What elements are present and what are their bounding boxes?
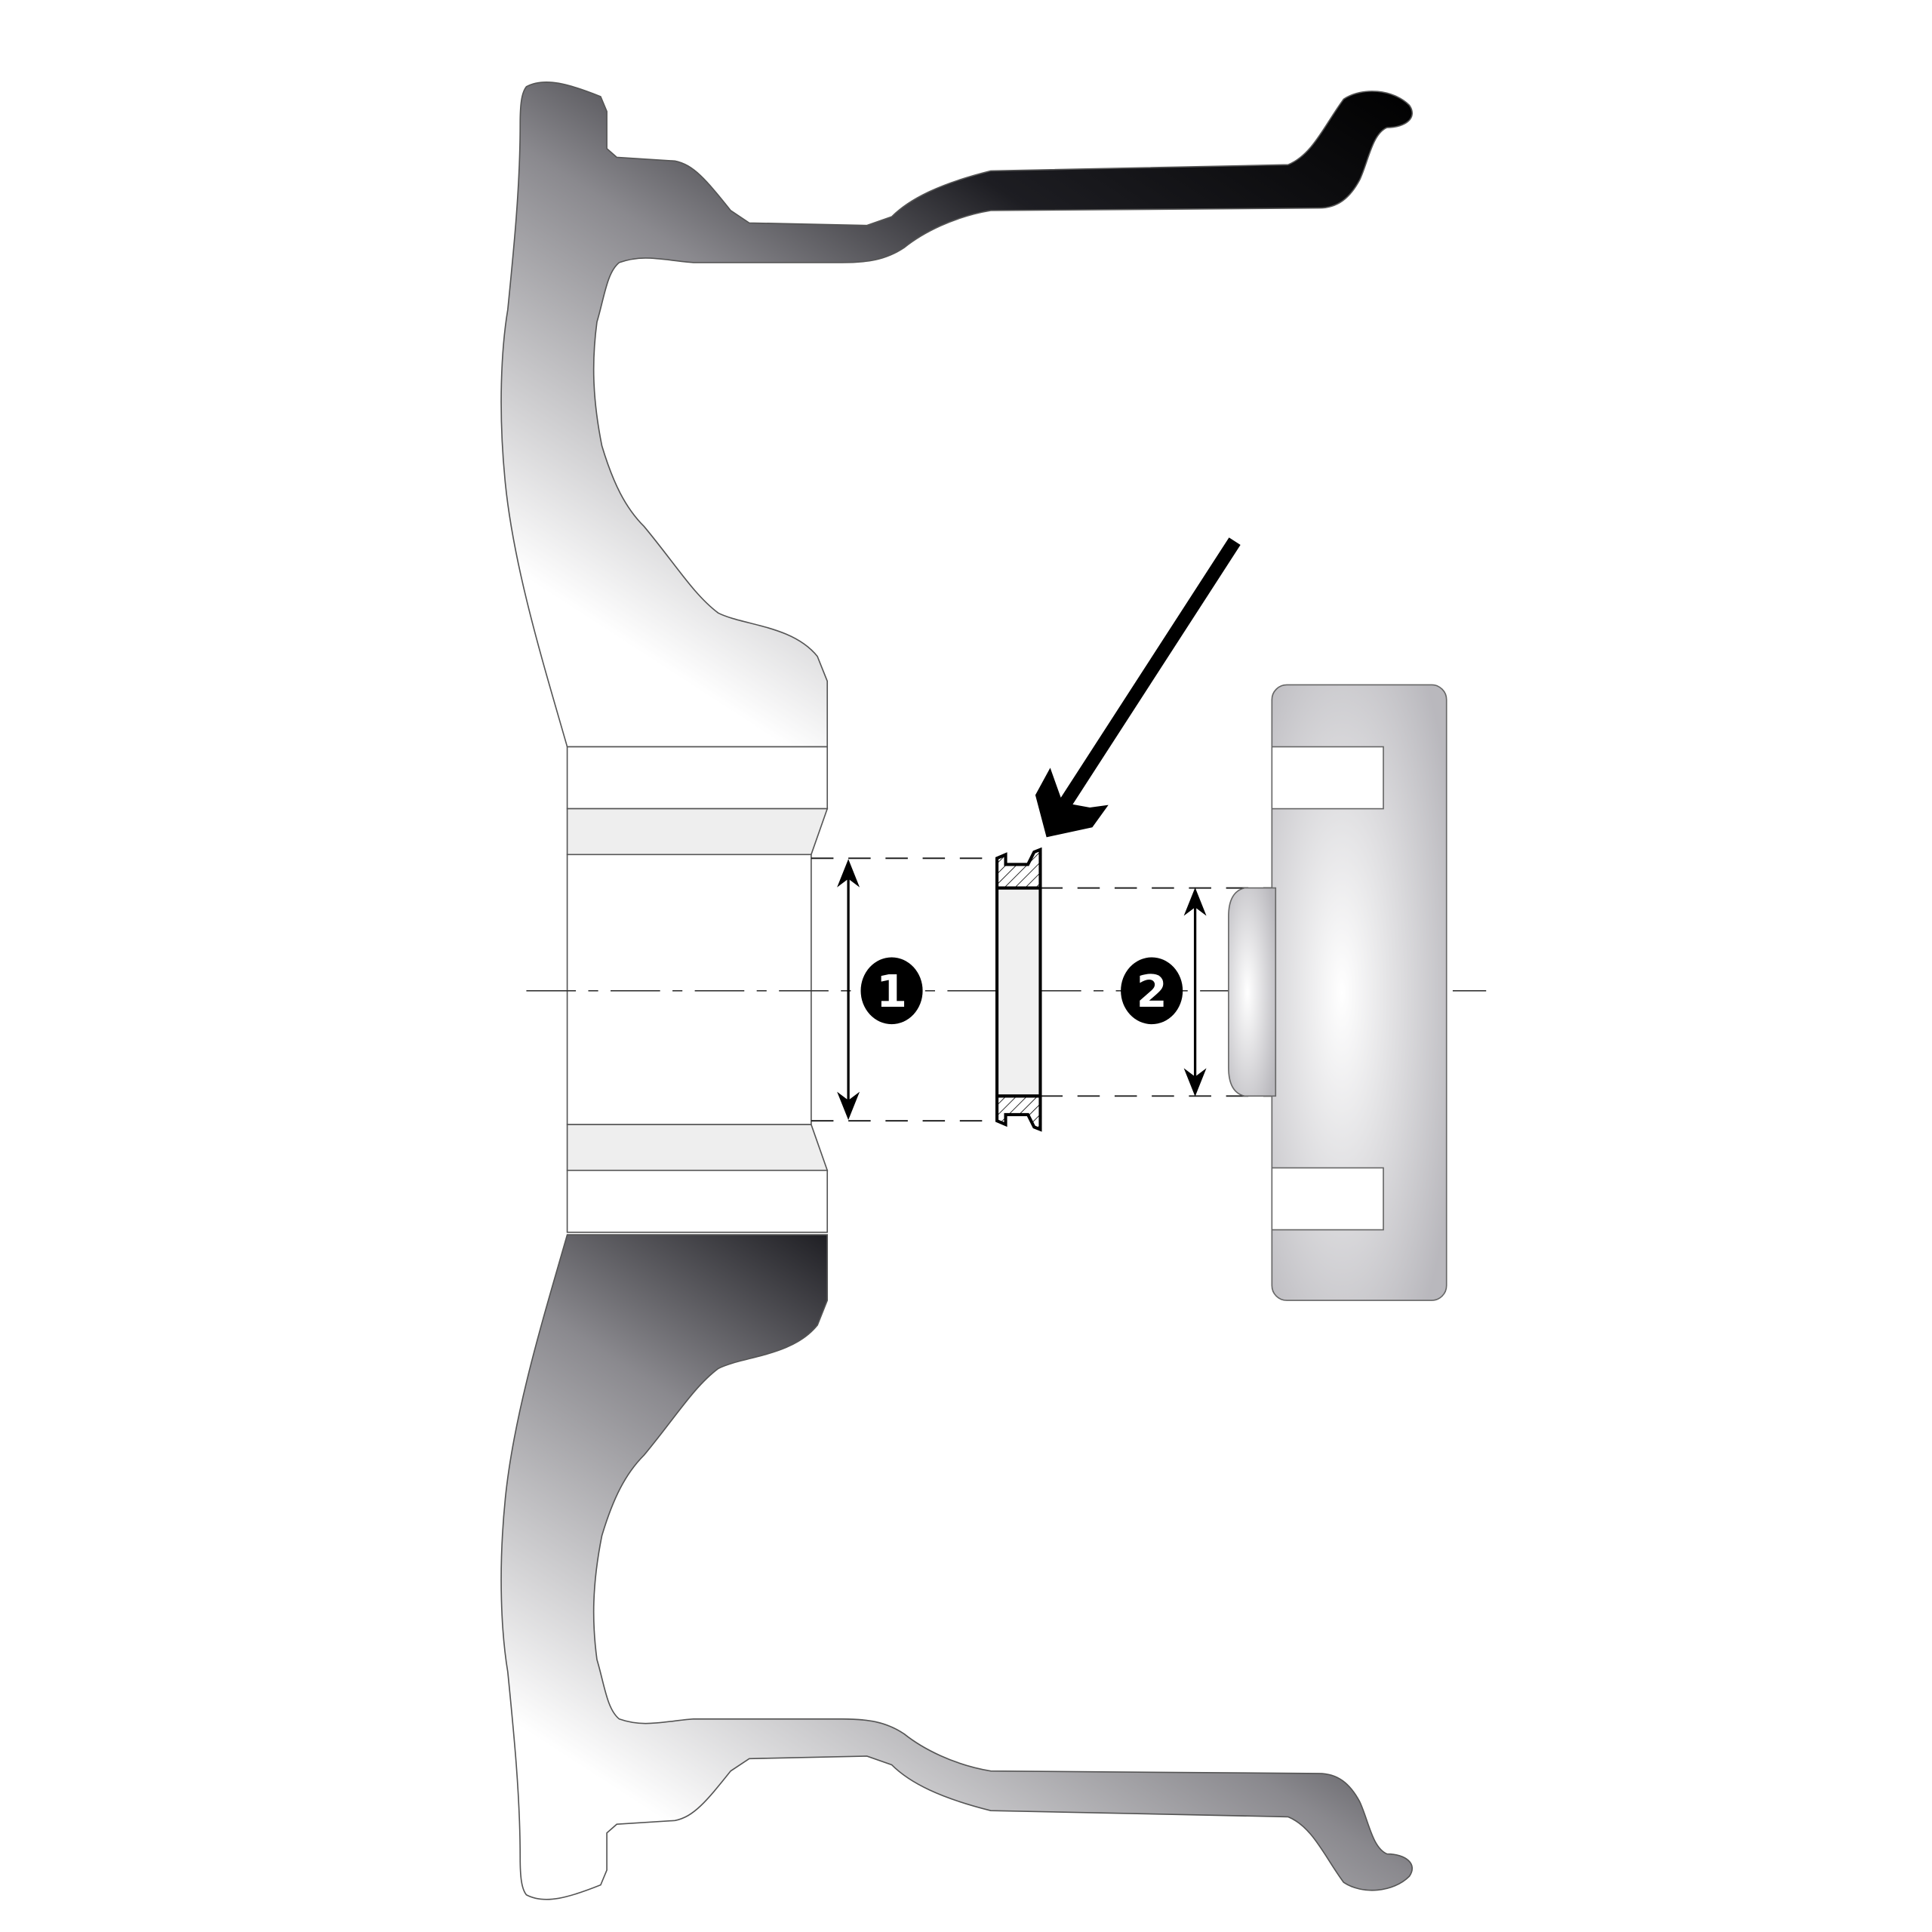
wheel-center-bore: [566, 746, 829, 1233]
vehicle-hub: [1228, 684, 1447, 1301]
hub-spigot: [1228, 887, 1277, 1097]
dimension-1-label: 1: [876, 965, 907, 1017]
dimension-2-badge: 2: [1121, 957, 1183, 1025]
dimension-2-arrow: [1183, 888, 1207, 1097]
stud-hole-upper: [1271, 746, 1384, 810]
wheel-rim-lower: [500, 1234, 1414, 1900]
pointer-arrow: [1035, 537, 1241, 838]
wheel-rim-upper: [500, 81, 1414, 748]
dimension-1-arrow: [837, 859, 860, 1121]
extension-lines: [811, 857, 1276, 1122]
centering-ring: [995, 847, 1042, 1132]
stud-hole-lower: [1271, 1167, 1384, 1231]
dimension-2-label: 2: [1137, 965, 1168, 1017]
dimension-1-badge: 1: [860, 957, 923, 1025]
